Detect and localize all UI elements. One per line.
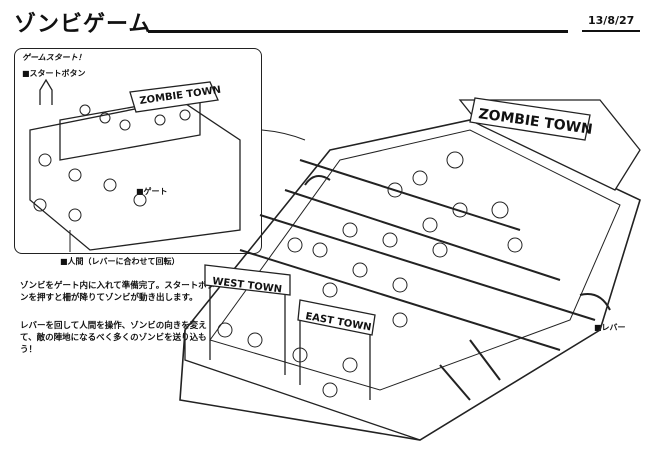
rotate-arrow-icon — [579, 293, 611, 311]
figures — [217, 151, 523, 398]
date: 13/8/27 — [588, 14, 635, 27]
page-title: ゾンビゲーム — [14, 12, 152, 37]
inset-panel — [14, 48, 262, 254]
rotate-arrow-icon — [304, 175, 331, 186]
top-sign: ZOMBIE TOWN — [469, 97, 593, 141]
start-button-label: ■スタートボタン — [22, 69, 86, 78]
main-table: ZOMBIE TOWN WEST TOWN EAST TOWN — [179, 97, 641, 441]
title-underline — [148, 30, 568, 33]
date-underline — [582, 30, 640, 32]
rods — [239, 159, 596, 401]
inset-heading: ゲームスタート！ — [22, 53, 86, 62]
description-paragraph-1: ゾンビをゲート内に入れて準備完了。スタートボタンを押すと柵が降りてゾンビが動き出… — [20, 281, 216, 303]
description-paragraph-2: レバーを回して人間を操作、ゾンビの向きを変えて、敵の陣地になるべく多くのゾンビを… — [20, 321, 207, 355]
lever-label: ■レバー — [594, 323, 626, 332]
inset-sketch: ZOMBIE TOWN — [29, 78, 241, 252]
inset-sign: ZOMBIE TOWN — [129, 81, 222, 113]
gate-label: ■ゲート — [136, 187, 168, 196]
human-label: ■人間（レバーに合わせて回転） — [60, 257, 180, 266]
